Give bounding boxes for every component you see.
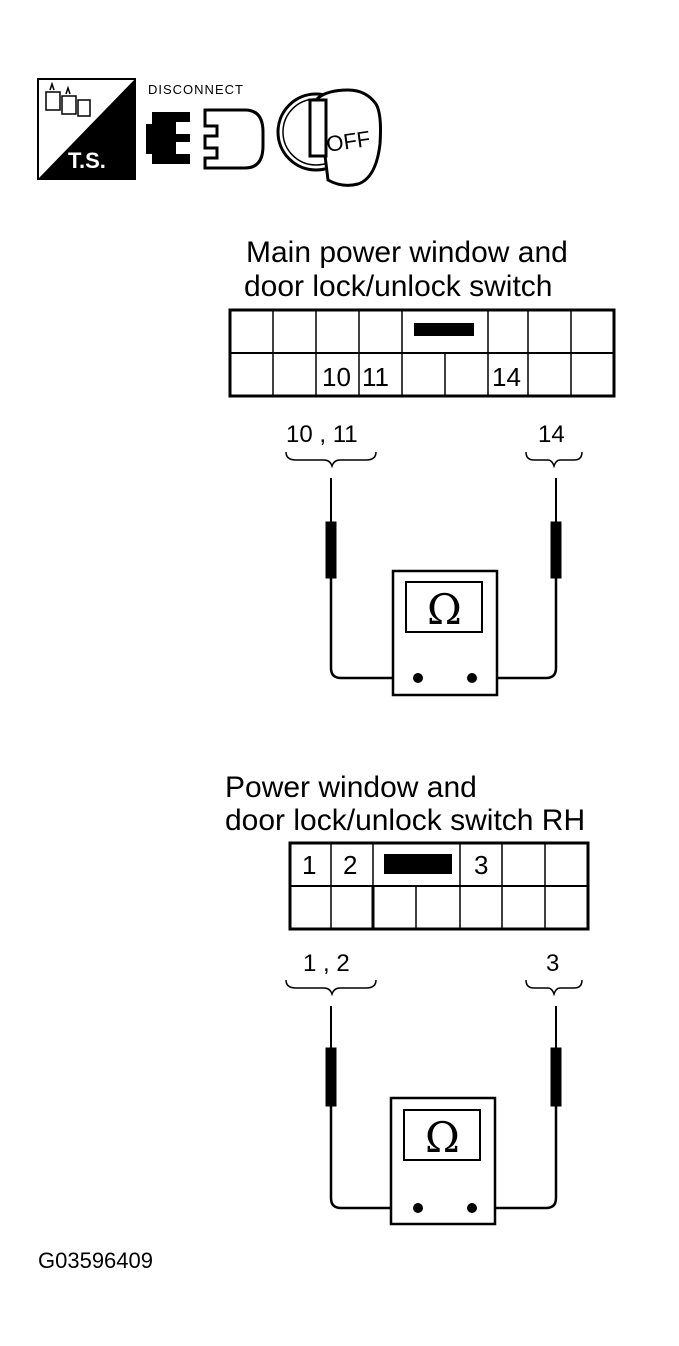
probe-left [325,1006,337,1107]
pin-label: 11 [362,362,389,392]
ohm-symbol: Ω [425,1113,460,1162]
connector-face [228,308,616,398]
meter-display [403,1109,481,1161]
ignition-off-icon: OFF [276,88,382,187]
pin-label: 3 [474,850,488,880]
test-lead-right [472,578,558,680]
figure-code: G03596409 [38,1248,153,1273]
connector-title-line2: door lock/unlock switch [244,270,552,303]
meter-terminal [413,673,423,683]
probe-left-label: 10 , 11 [286,421,358,448]
connector-rh-switch: Power window and door lock/unlock switch… [225,771,590,1226]
multimeter: Ω [325,1006,562,1226]
brace [285,979,583,997]
probe-left-label: 1 , 2 [303,950,350,977]
connector-lock-tab [414,323,474,336]
meter-terminal [413,1203,423,1213]
connector-tool-icon [45,81,91,117]
meter-terminal [467,1203,477,1213]
ohm-symbol: Ω [427,585,462,634]
key-icon [308,88,382,187]
connector-bottom-dividers [330,886,546,929]
pin-label: 1 [302,850,316,880]
pin-label: 2 [343,850,357,880]
probe-right-label: 14 [538,421,565,448]
brace [285,451,583,469]
connector-top-dividers [272,310,572,353]
connector-title-line1: Main power window and [246,236,568,269]
ts-label: T.S. [68,148,106,173]
connector-main-switch: Main power window and door lock/unlock s… [228,236,616,697]
ignition-off-label: OFF [325,126,372,157]
connector-bottom-dividers [272,353,572,396]
connector-title-line2: door lock/unlock switch RH [225,804,585,837]
probe-right [550,1006,562,1107]
disconnect-label: DISCONNECT [148,82,244,97]
multimeter: Ω [325,478,562,697]
pin-label: 14 [492,362,521,392]
probe-left [325,478,337,579]
test-lead-left [329,1106,418,1210]
pin-label: 10 [322,362,351,392]
connector-face [288,841,590,931]
meter-terminal [467,673,477,683]
connector-title-line1: Power window and [225,771,477,804]
pin-label: 10 11 14 [322,362,521,392]
meter-display [405,581,483,633]
probe-right-label: 3 [546,950,559,977]
probe-right [550,478,562,579]
ts-icon: T.S. [37,78,136,180]
test-lead-left [329,578,418,680]
connector-top-dividers [330,843,546,886]
test-lead-right [472,1106,558,1210]
disconnect-icon: DISCONNECT [146,82,265,170]
connector-lock-tab [384,854,452,874]
